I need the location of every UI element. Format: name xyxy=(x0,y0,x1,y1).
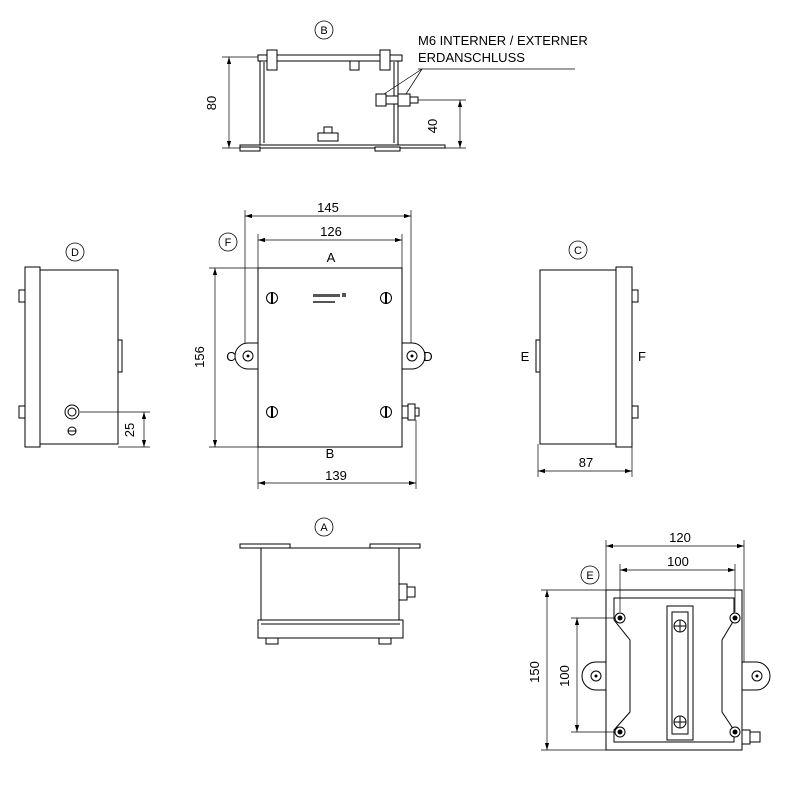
note-line-1: M6 INTERNER / EXTERNER xyxy=(418,33,588,48)
dimension-bottom-width-label: 139 xyxy=(325,468,347,483)
cover-plate xyxy=(257,619,404,639)
logo-mark xyxy=(313,293,346,303)
dimension-ground-label: 25 xyxy=(122,423,137,437)
ground-bolt-end xyxy=(749,731,761,743)
dimension-height-label: 156 xyxy=(192,346,207,368)
dimension-hole-width-label: 100 xyxy=(667,554,689,569)
fixing-hole xyxy=(729,726,741,738)
lid-screw xyxy=(379,49,391,71)
enclosure-body xyxy=(39,269,119,445)
mounting-flange xyxy=(239,543,291,549)
hole-center xyxy=(410,354,414,358)
dimension-depth-label: 87 xyxy=(579,455,593,470)
cover-screw xyxy=(378,637,392,645)
view-label-circle xyxy=(568,240,588,260)
hole-center xyxy=(594,674,598,678)
ground-bolt-nut xyxy=(397,93,411,107)
enclosure-body xyxy=(260,547,400,621)
dimension-hole-height-label: 100 xyxy=(557,665,572,687)
cover-plate xyxy=(615,266,633,448)
side-marker-right: F xyxy=(638,349,646,364)
center-bolt-head xyxy=(317,132,339,142)
note-line-2: ERDANSCHLUSS xyxy=(418,50,525,65)
side-marker-left: C xyxy=(226,349,235,364)
ground-bolt-nut xyxy=(398,583,408,601)
view-label-circle xyxy=(580,565,600,585)
lid-flange xyxy=(257,54,403,62)
view-label-circle xyxy=(218,232,238,252)
view-label: A xyxy=(320,522,328,534)
side-marker-top: A xyxy=(327,250,336,265)
view-label: D xyxy=(71,247,79,259)
cover-screw xyxy=(266,406,278,418)
bottom-view: A xyxy=(239,517,421,645)
din-rail-screw xyxy=(673,619,687,633)
center-bolt-shaft xyxy=(323,126,333,134)
ground-bolt-nut xyxy=(407,403,416,421)
ground-bolt-nut xyxy=(741,729,751,745)
top-view: B M6 INTERNER / EXTERNER ERDANSCHLUSS 80 xyxy=(204,20,588,152)
view-label: B xyxy=(320,25,327,37)
base-plate xyxy=(239,144,446,149)
base-foot xyxy=(239,146,261,152)
dimension-ground-label: 40 xyxy=(425,119,440,133)
cover-screw xyxy=(18,289,26,303)
view-label: F xyxy=(225,237,232,249)
nut xyxy=(349,60,360,71)
view-label-circle xyxy=(314,20,334,40)
fixing-hole xyxy=(614,612,626,624)
cover-screw xyxy=(265,637,279,645)
fixing-hole xyxy=(614,726,626,738)
view-label-circle xyxy=(314,517,334,537)
left-side-view: D 25 xyxy=(18,242,150,448)
enclosure-body xyxy=(539,269,617,445)
mounting-flange xyxy=(369,543,421,549)
dimension-outer-width-label: 120 xyxy=(669,530,691,545)
view-label: E xyxy=(586,570,593,582)
leader-line xyxy=(405,68,423,95)
hole-center xyxy=(246,354,250,358)
din-rail-screw xyxy=(673,715,687,729)
view-label-circle xyxy=(65,242,85,262)
view-label: C xyxy=(574,245,582,257)
cover-screw xyxy=(18,405,26,419)
dimension-outer-width-label: 145 xyxy=(317,200,339,215)
cover-screw xyxy=(631,289,639,303)
cover-screw xyxy=(380,406,392,418)
dimension-inner-width-label: 126 xyxy=(320,224,342,239)
ground-bolt-shaft xyxy=(385,95,399,105)
side-marker-right: D xyxy=(423,349,432,364)
leader-line xyxy=(383,68,423,95)
lid-screw xyxy=(266,49,278,71)
dimension-height-label: 150 xyxy=(527,661,542,683)
base-foot xyxy=(374,146,401,152)
dimension-height-label: 80 xyxy=(204,96,219,110)
side-marker-left: E xyxy=(521,349,530,364)
ground-bolt-end xyxy=(414,407,420,417)
cover-plate xyxy=(257,267,403,448)
ground-bolt-nut xyxy=(401,405,409,419)
mounting-ear-edge xyxy=(535,339,541,373)
front-view: F A C D B xyxy=(192,200,433,489)
ground-bolt-end xyxy=(409,96,419,104)
hole-center xyxy=(755,674,759,678)
side-marker-bottom: B xyxy=(326,446,335,461)
din-rail-inner xyxy=(671,611,689,735)
ground-bolt-end xyxy=(406,586,416,598)
fixing-hole xyxy=(729,612,741,624)
cover-screw xyxy=(631,405,639,419)
ground-bolt-inner xyxy=(67,407,77,417)
back-view: E xyxy=(527,530,771,751)
cover-screw xyxy=(266,292,278,304)
mounting-ear-edge xyxy=(117,339,123,373)
ground-bolt-nut xyxy=(375,93,387,107)
cover-screw xyxy=(380,292,392,304)
cover-plate xyxy=(24,266,41,448)
right-side-view: C E F 87 xyxy=(521,240,646,477)
